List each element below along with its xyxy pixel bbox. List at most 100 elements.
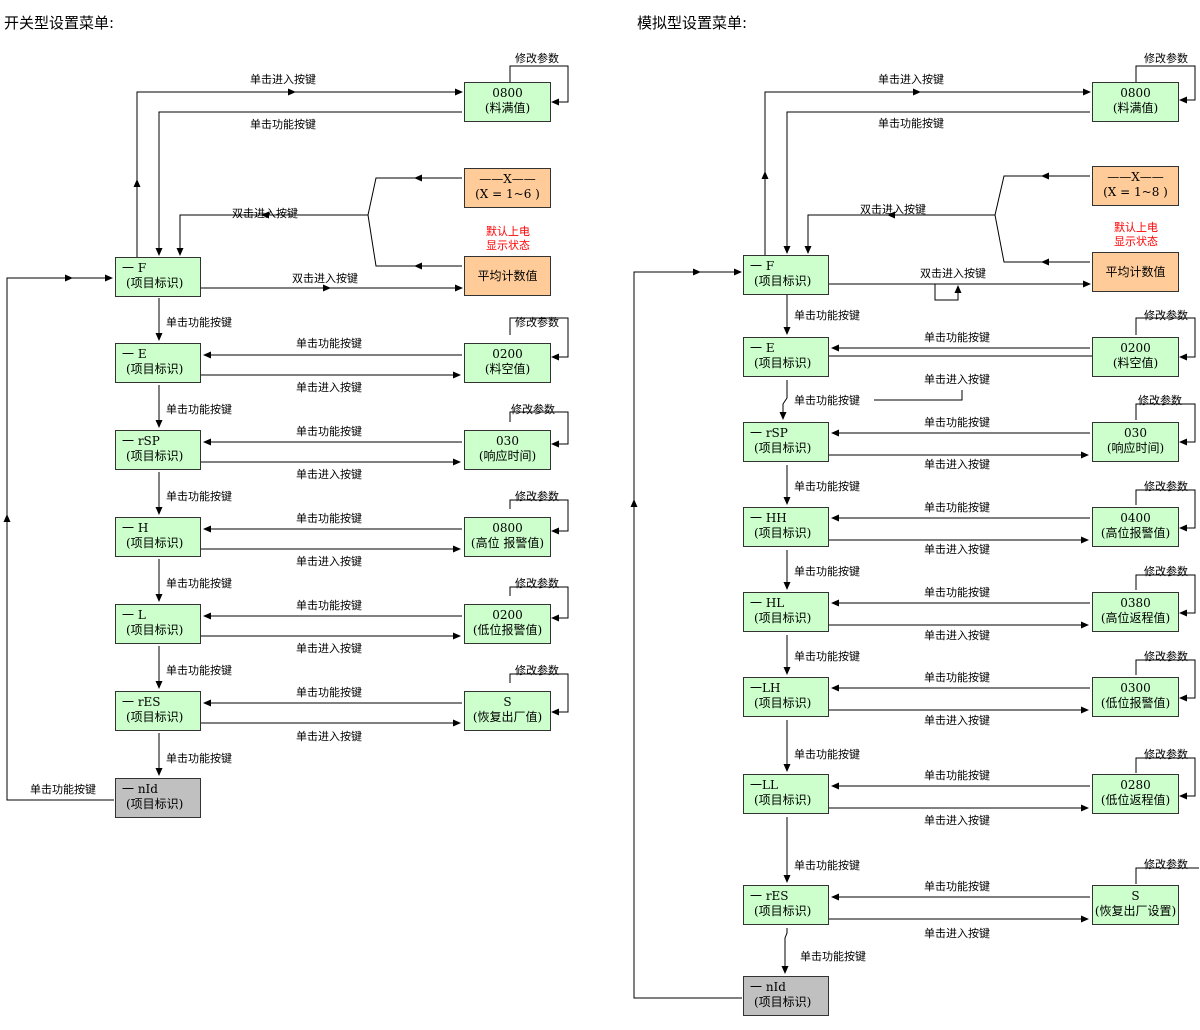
left-menu-L: 一 L (项目标识) <box>115 604 201 644</box>
edge-label: 单击功能按键 <box>924 416 990 429</box>
param-value: 0200 <box>1120 341 1151 355</box>
edge-label: 单击功能按键 <box>924 671 990 684</box>
param-value: 0280 <box>1120 778 1151 792</box>
left-param-high: 0800 (高位 报警值) <box>464 517 551 557</box>
param-desc: (恢复出厂设置) <box>1094 904 1177 918</box>
edge-label: 单击进入按键 <box>924 714 990 727</box>
node-code: 一 rSP <box>750 426 788 440</box>
edge-label: 修改参数 <box>1144 565 1188 578</box>
right-param-reset: S (恢复出厂设置) <box>1092 885 1179 925</box>
edge-label: 单击功能按键 <box>296 686 362 699</box>
param-value: 平均计数值 <box>1105 265 1166 279</box>
edge-label: 单击功能按键 <box>166 403 232 416</box>
note-line: 显示状态 <box>486 239 530 252</box>
left-param-avg: 平均计数值 <box>464 256 551 296</box>
right-menu-LL: 一LL (项目标识) <box>743 774 829 814</box>
left-param-resp: 030 (响应时间) <box>464 430 551 470</box>
param-value: ——X—— <box>1107 170 1164 184</box>
param-value: S <box>503 695 512 709</box>
node-desc: (项目标识) <box>754 526 812 540</box>
param-desc: (恢复出厂值) <box>472 710 543 724</box>
right-menu-E: 一 E (项目标识) <box>743 337 829 377</box>
left-menu-rSP: 一 rSP (项目标识) <box>115 430 201 470</box>
right-menu-LH: 一LH (项目标识) <box>743 677 829 717</box>
edge-label: 单击功能按键 <box>296 337 362 350</box>
node-desc: (项目标识) <box>754 793 812 807</box>
node-desc: (项目标识) <box>754 441 812 455</box>
right-param-hl: 0380 (高位返程值) <box>1092 592 1179 632</box>
edge-label: 单击进入按键 <box>924 927 990 940</box>
node-desc: (项目标识) <box>126 623 184 637</box>
param-value: 0800 <box>1120 86 1151 100</box>
edge-label: 单击进入按键 <box>296 468 362 481</box>
edge-label: 单击功能按键 <box>166 490 232 503</box>
edge-label: 修改参数 <box>515 664 559 677</box>
param-value: 0200 <box>492 347 523 361</box>
param-desc: (高位 报警值) <box>470 536 545 550</box>
param-desc: (低位报警值) <box>472 623 543 637</box>
edge-label: 修改参数 <box>515 316 559 329</box>
edge-label: 单击功能按键 <box>794 859 860 872</box>
edge-label: 单击功能按键 <box>924 586 990 599</box>
edge-label: 修改参数 <box>1144 748 1188 761</box>
edge-label: 单击功能按键 <box>166 752 232 765</box>
param-desc: (高位报警值) <box>1100 526 1171 540</box>
edge-label: 修改参数 <box>1138 394 1182 407</box>
note-line: 默认上电 <box>1114 221 1158 234</box>
edge-label: 双击进入按键 <box>232 207 298 220</box>
node-code: 一 HH <box>750 511 787 525</box>
param-value: ——X—— <box>479 172 536 186</box>
edge-label: 双击进入按键 <box>292 272 358 285</box>
right-menu-HL: 一 HL (项目标识) <box>743 592 829 632</box>
edge-label: 修改参数 <box>515 490 559 503</box>
edge-label: 单击功能按键 <box>794 480 860 493</box>
edge-label: 单击功能按键 <box>250 118 316 131</box>
param-desc: (响应时间) <box>1106 441 1165 455</box>
left-diagram-title: 开关型设置菜单: <box>4 14 115 32</box>
edge-label: 单击进入按键 <box>296 730 362 743</box>
edge-label: 单击功能按键 <box>166 577 232 590</box>
node-desc: (项目标识) <box>754 611 812 625</box>
right-diagram-title: 模拟型设置菜单: <box>637 14 748 32</box>
param-desc: (X = 1~6 ) <box>475 187 540 201</box>
param-desc: (高位返程值) <box>1100 611 1171 625</box>
right-param-resp: 030 (响应时间) <box>1092 422 1179 462</box>
node-code: 一 F <box>750 259 775 273</box>
edge-label: 单击进入按键 <box>924 814 990 827</box>
edge-label: 单击进入按键 <box>924 458 990 471</box>
edge-label: 单击进入按键 <box>924 543 990 556</box>
node-desc: (项目标识) <box>126 797 184 811</box>
right-param-full: 0800 (料满值) <box>1092 82 1179 122</box>
node-desc: (项目标识) <box>754 356 812 370</box>
left-menu-F: 一 F (项目标识) <box>115 257 201 297</box>
param-desc: (料满值) <box>1112 101 1159 115</box>
edge-label: 修改参数 <box>515 577 559 590</box>
param-desc: (料满值) <box>484 101 531 115</box>
right-menu-nId: 一 nId (项目标识) <box>743 976 829 1016</box>
left-menu-E: 一 E (项目标识) <box>115 343 201 383</box>
node-code: 一 F <box>122 261 147 275</box>
node-code: 一 L <box>122 608 146 622</box>
edge-label: 单击功能按键 <box>30 783 96 796</box>
edge-label: 单击进入按键 <box>296 381 362 394</box>
node-desc: (项目标识) <box>754 696 812 710</box>
edge-label: 单击功能按键 <box>924 880 990 893</box>
edge-label: 单击功能按键 <box>296 512 362 525</box>
param-value: 平均计数值 <box>477 269 538 283</box>
node-desc: (项目标识) <box>126 710 184 724</box>
right-param-lh: 0300 (低位报警值) <box>1092 677 1179 717</box>
left-menu-rES: 一 rES (项目标识) <box>115 691 201 731</box>
edge-label: 单击进入按键 <box>250 73 316 86</box>
right-menu-F: 一 F (项目标识) <box>743 255 829 295</box>
edge-label: 单击功能按键 <box>924 769 990 782</box>
edge-label: 单击进入按键 <box>296 642 362 655</box>
param-value: 030 <box>1124 426 1147 440</box>
left-menu-nId: 一 nId (项目标识) <box>115 778 201 818</box>
edge-label: 修改参数 <box>1144 309 1188 322</box>
edge-label: 单击功能按键 <box>166 664 232 677</box>
edge-label: 单击功能按键 <box>794 748 860 761</box>
node-code: 一LH <box>750 681 781 695</box>
edge-label: 单击功能按键 <box>878 117 944 130</box>
param-value: 0800 <box>492 521 523 535</box>
right-default-state-note: 默认上电 显示状态 <box>1098 221 1174 249</box>
